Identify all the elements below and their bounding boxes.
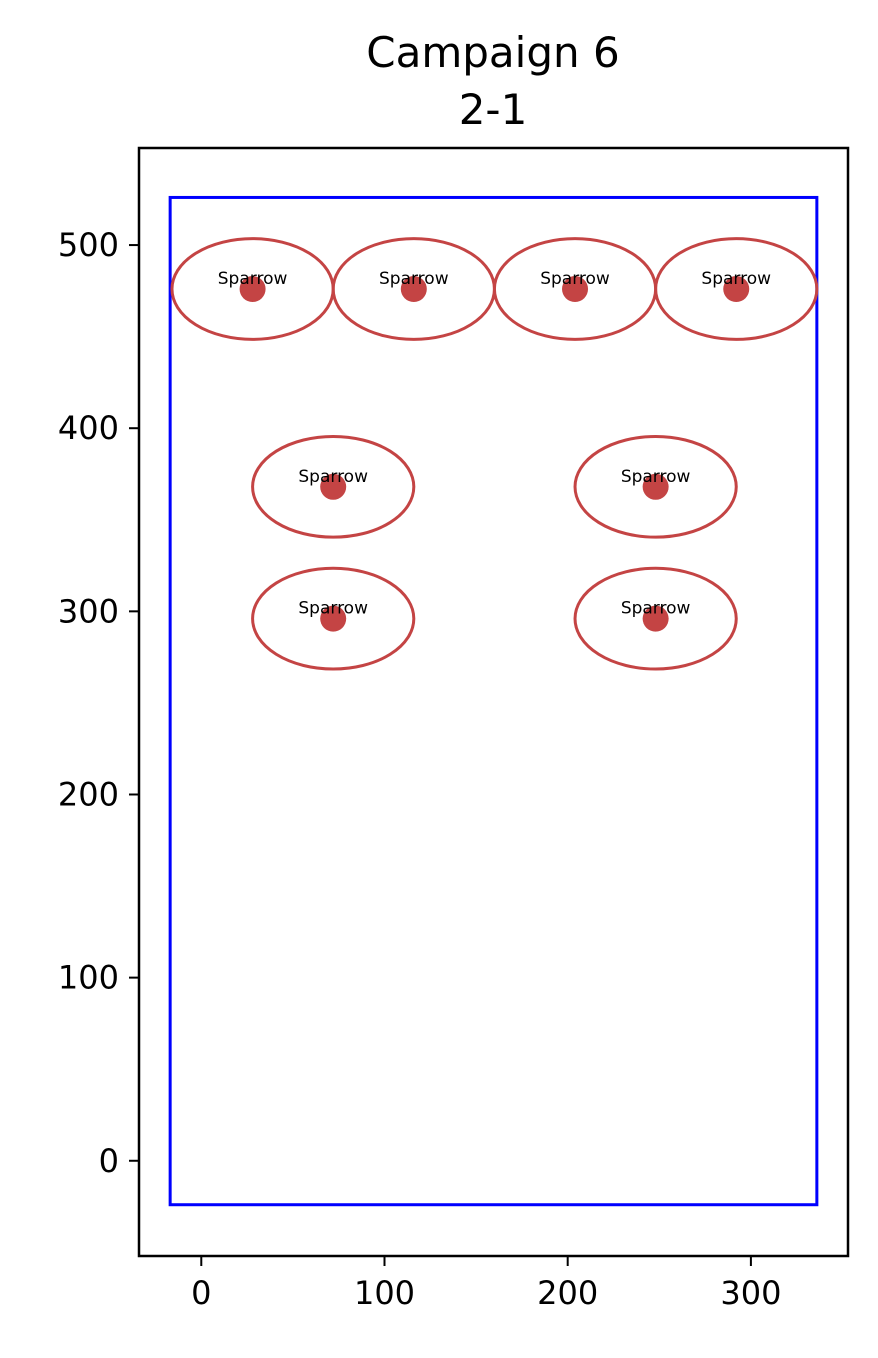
unit-range-ellipse	[251, 434, 416, 539]
y-tick-label: 300	[58, 592, 119, 630]
unit-point	[562, 276, 589, 303]
axis-ticks: 0 100 200 300 0 100 200 300 400 500	[58, 226, 782, 1312]
unit-point	[239, 276, 266, 303]
chart-subtitle: 2-1	[459, 85, 528, 134]
y-tick-label: 0	[99, 1142, 119, 1180]
unit-point	[320, 473, 347, 500]
unit-range-ellipse	[573, 434, 738, 539]
unit-label: Sparrow	[621, 467, 691, 487]
unit-label: Sparrow	[379, 269, 449, 289]
unit-point	[400, 276, 427, 303]
unit-point	[642, 473, 669, 500]
x-tick-label: 100	[354, 1274, 415, 1312]
unit-point	[723, 276, 750, 303]
boundary-rect	[168, 195, 819, 1207]
unit-label: Sparrow	[621, 599, 691, 619]
unit-range-ellipse	[251, 566, 416, 671]
unit-point	[642, 605, 669, 632]
unit-range-ellipse	[573, 566, 738, 671]
unit-point	[320, 605, 347, 632]
x-tick-label: 300	[720, 1274, 781, 1312]
unit-range-ellipse	[654, 237, 819, 341]
unit-label: Sparrow	[540, 269, 610, 289]
unit-label: Sparrow	[218, 269, 288, 289]
unit-label: Sparrow	[701, 269, 771, 289]
unit-label: Sparrow	[298, 599, 368, 619]
y-tick-label: 500	[58, 226, 119, 264]
plot-frame	[137, 146, 850, 1258]
y-tick-label: 100	[58, 959, 119, 997]
y-tick-label: 400	[58, 409, 119, 447]
x-tick-label: 0	[191, 1274, 211, 1312]
x-tick-label: 200	[537, 1274, 598, 1312]
unit-label: Sparrow	[298, 467, 368, 487]
chart-title: Campaign 6	[366, 28, 619, 77]
y-tick-label: 200	[58, 775, 119, 813]
